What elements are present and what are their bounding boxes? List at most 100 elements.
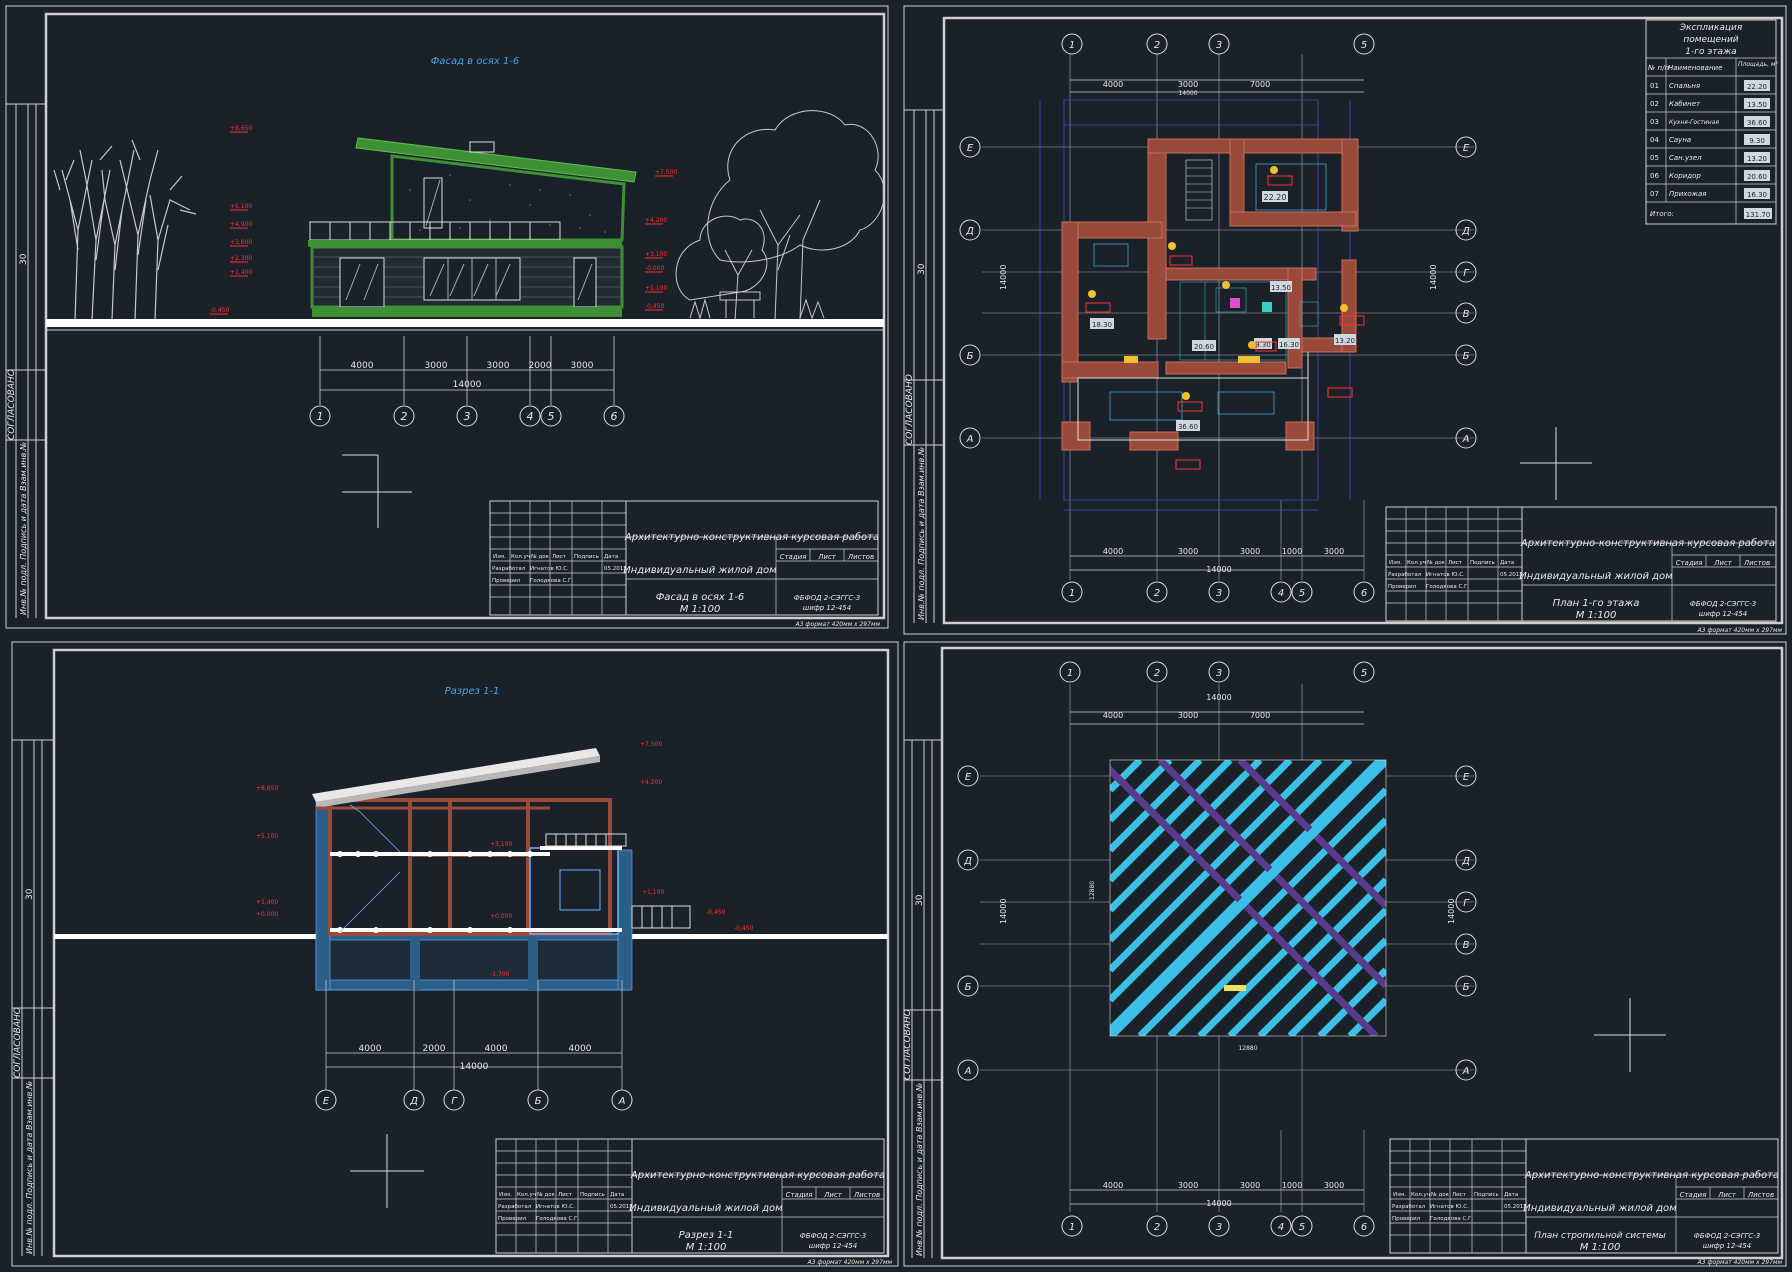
svg-text:А3 формат 420мм x 297мм: А3 формат 420мм x 297мм xyxy=(1697,627,1783,634)
svg-text:Игнатов Ю.С.: Игнатов Ю.С. xyxy=(536,1204,575,1210)
svg-text:А3 формат 420мм x 297мм: А3 формат 420мм x 297мм xyxy=(1697,1259,1783,1266)
svg-text:Д: Д xyxy=(1461,856,1470,867)
plan-axes-bottom: 1 2 3 4 5 6 xyxy=(1061,581,1375,603)
plan-walls xyxy=(1061,138,1359,451)
section-basement xyxy=(315,799,633,991)
svg-text:Изм.: Изм. xyxy=(499,1192,512,1198)
left-stamp-strip: 30 СОГЛАСОВАНО Инв.№ подл. Подпись и дат… xyxy=(904,109,944,623)
svg-text:СОГЛАСОВАНО: СОГЛАСОВАНО xyxy=(905,374,915,445)
stamp-side-text2: Инв.№ подл. Подпись и дата Взам.инв.№ xyxy=(19,442,28,615)
svg-text:4000: 4000 xyxy=(1103,80,1123,89)
svg-text:+3,100: +3,100 xyxy=(645,251,667,258)
svg-text:20.60: 20.60 xyxy=(1194,343,1214,351)
svg-text:Разрез 1-1: Разрез 1-1 xyxy=(679,1230,734,1241)
svg-text:№ док: № док xyxy=(537,1192,556,1198)
crosshair xyxy=(350,1134,424,1208)
svg-text:Дата: Дата xyxy=(1500,560,1514,566)
crosshair xyxy=(1594,998,1666,1072)
svg-text:13.20: 13.20 xyxy=(1335,337,1355,345)
svg-text:3000: 3000 xyxy=(1240,1181,1260,1190)
svg-text:Подпись: Подпись xyxy=(580,1192,605,1198)
svg-text:+1,100: +1,100 xyxy=(642,889,664,896)
facade-dim-labels: 4000 3000 3000 2000 3000 14000 xyxy=(351,361,594,390)
svg-text:Площадь, м²: Площадь, м² xyxy=(1738,61,1778,68)
svg-text:05.2015: 05.2015 xyxy=(610,1204,633,1210)
room-areas: 22.20 13.50 16.30 13.20 20.60 18.30 36.6… xyxy=(1090,191,1356,431)
svg-text:06: 06 xyxy=(1650,172,1659,180)
svg-text:30: 30 xyxy=(915,894,925,906)
svg-text:05.2015: 05.2015 xyxy=(1500,572,1523,578)
svg-text:№ док: № док xyxy=(1427,560,1446,566)
svg-text:3000: 3000 xyxy=(571,361,594,371)
svg-text:2000: 2000 xyxy=(529,361,552,371)
svg-text:Сан.узел: Сан.узел xyxy=(1669,154,1702,162)
rafters xyxy=(1110,760,1386,1036)
svg-text:В: В xyxy=(1463,309,1470,320)
svg-text:5: 5 xyxy=(1299,588,1305,599)
svg-text:СОГЛАСОВАНО: СОГЛАСОВАНО xyxy=(903,1009,913,1080)
facade-axes: 1 2 3 4 5 6 xyxy=(309,405,625,427)
svg-text:Сауна: Сауна xyxy=(1669,136,1691,144)
svg-text:3000: 3000 xyxy=(1178,547,1198,556)
svg-text:А: А xyxy=(966,434,974,445)
svg-text:+7,500: +7,500 xyxy=(655,169,677,176)
svg-text:Д: Д xyxy=(965,226,974,237)
svg-text:Подпись: Подпись xyxy=(1474,1192,1499,1198)
svg-text:ФБФОД 2-СЭГГС-3: ФБФОД 2-СЭГГС-3 xyxy=(1694,1232,1760,1240)
svg-text:3000: 3000 xyxy=(1324,1181,1344,1190)
svg-text:Прихожая: Прихожая xyxy=(1669,190,1707,198)
section-axes: Е Д Г Б А xyxy=(315,1089,633,1111)
svg-text:7000: 7000 xyxy=(1250,80,1270,89)
svg-text:+3,600: +3,600 xyxy=(230,239,252,246)
svg-text:Б: Б xyxy=(1463,351,1470,362)
svg-text:+8,650: +8,650 xyxy=(256,785,278,792)
svg-text:Кол.уч: Кол.уч xyxy=(1411,1192,1430,1198)
svg-text:Инв.№ подл. Подпись и дата Вза: Инв.№ подл. Подпись и дата Взам.инв.№ xyxy=(915,1083,924,1256)
svg-text:Голодкова С.Г.: Голодкова С.Г. xyxy=(530,578,573,584)
svg-text:Разработал: Разработал xyxy=(498,1204,532,1210)
title-block: Изм. Кол.уч № док Лист Подпись Дата Разр… xyxy=(1389,1138,1783,1266)
svg-text:План стропильной системы: План стропильной системы xyxy=(1534,1231,1666,1241)
svg-text:Е: Е xyxy=(1463,143,1470,154)
svg-text:шифр 12-454: шифр 12-454 xyxy=(1703,1242,1751,1250)
svg-text:1000: 1000 xyxy=(1282,547,1302,556)
svg-text:9.30: 9.30 xyxy=(1749,137,1765,145)
section-roof xyxy=(312,748,600,810)
svg-text:ФБФОД 2-СЭГГС-3: ФБФОД 2-СЭГГС-3 xyxy=(1690,600,1756,608)
svg-text:+4,200: +4,200 xyxy=(645,217,667,224)
svg-text:05: 05 xyxy=(1650,154,1659,162)
svg-text:Б: Б xyxy=(535,1096,542,1107)
svg-text:Лист: Лист xyxy=(558,1192,573,1198)
svg-text:Лист: Лист xyxy=(1448,560,1463,566)
svg-text:+5,100: +5,100 xyxy=(230,203,252,210)
svg-text:Разрез 1-1: Разрез 1-1 xyxy=(445,686,500,697)
svg-text:13.20: 13.20 xyxy=(1747,155,1767,163)
svg-text:05.2015: 05.2015 xyxy=(604,566,627,572)
svg-text:02: 02 xyxy=(1650,100,1659,108)
svg-text:Е: Е xyxy=(1463,772,1470,783)
svg-text:шифр 12-454: шифр 12-454 xyxy=(809,1242,857,1250)
svg-text:Фасад в осях 1-6: Фасад в осях 1-6 xyxy=(656,592,745,603)
svg-text:3: 3 xyxy=(464,410,471,423)
svg-text:Коридор: Коридор xyxy=(1669,172,1701,180)
left-stamp-strip: 30 СОГЛАСОВАНО Инв.№ подл. Подпись и дат… xyxy=(12,739,54,1256)
svg-text:М 1:100: М 1:100 xyxy=(1580,1242,1621,1253)
svg-text:Дата: Дата xyxy=(610,1192,624,1198)
svg-text:А: А xyxy=(618,1096,626,1107)
view-title: Фасад в осях 1-6 xyxy=(431,56,520,67)
svg-text:Е: Е xyxy=(323,1096,330,1107)
svg-text:+4,200: +4,200 xyxy=(640,779,662,786)
svg-text:+8,650: +8,650 xyxy=(230,125,252,132)
svg-text:1: 1 xyxy=(1069,588,1075,599)
svg-text:Голодкова С.Г.: Голодкова С.Г. xyxy=(536,1216,579,1222)
plan-axes-side: Е Д Б А Е Д Г В Б А xyxy=(959,136,1477,449)
svg-text:1: 1 xyxy=(317,410,324,423)
svg-text:Архитектурно-конструктивная ку: Архитектурно-конструктивная курсовая раб… xyxy=(1524,1169,1779,1181)
svg-text:4000: 4000 xyxy=(485,1044,508,1054)
svg-text:Подпись: Подпись xyxy=(1470,560,1495,566)
svg-text:36.60: 36.60 xyxy=(1178,423,1198,431)
svg-text:шифр 12-454: шифр 12-454 xyxy=(803,604,851,612)
svg-text:Наименование: Наименование xyxy=(1668,64,1722,72)
svg-text:Кол.уч: Кол.уч xyxy=(1407,560,1426,566)
svg-text:03: 03 xyxy=(1650,118,1659,126)
